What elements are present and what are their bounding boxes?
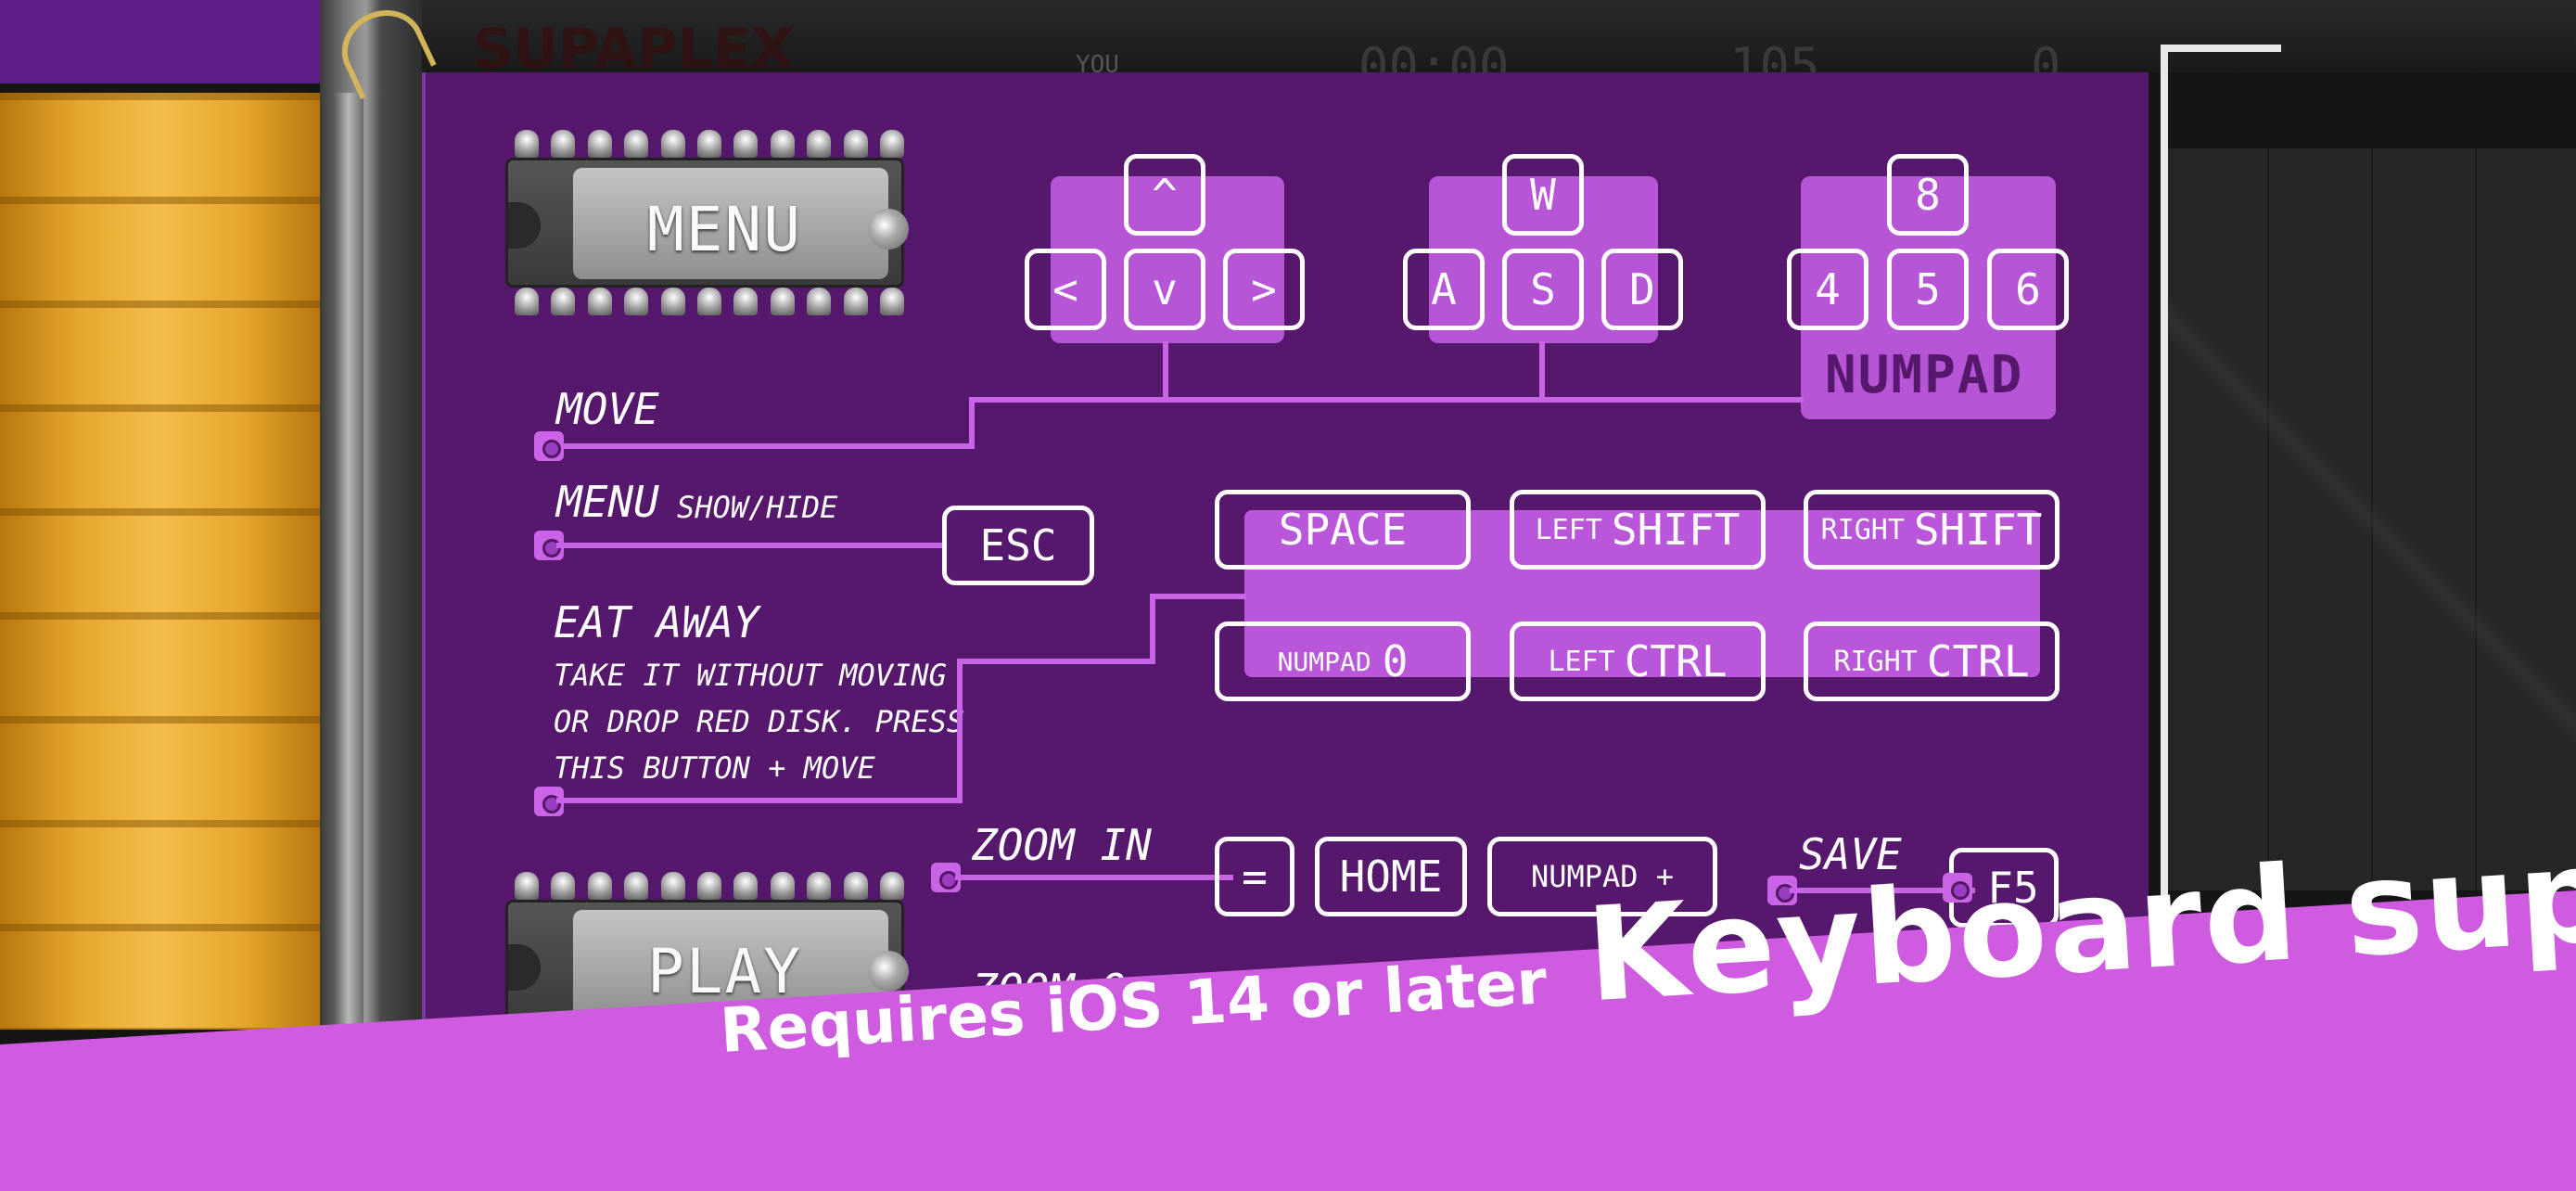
numpad-8-key[interactable]: 8 bbox=[1887, 154, 1969, 236]
connector-line bbox=[1163, 341, 1168, 399]
save-label: SAVE bbox=[1799, 829, 1902, 879]
chip-pins-bottom bbox=[515, 288, 904, 315]
game-board-left bbox=[0, 93, 320, 1030]
space-key[interactable]: SPACE bbox=[1215, 490, 1471, 570]
equals-key[interactable]: = bbox=[1215, 837, 1294, 916]
connector-line bbox=[556, 798, 963, 803]
home-key[interactable]: HOME bbox=[1315, 837, 1467, 916]
game-board-right bbox=[2165, 148, 2576, 890]
numpad-keys-pad bbox=[1801, 176, 2056, 419]
arrow-keys-pad bbox=[1051, 176, 1284, 343]
connector-line bbox=[1150, 594, 1155, 664]
numpad-4-key[interactable]: 4 bbox=[1787, 249, 1868, 330]
arrow-up-key[interactable]: ^ bbox=[1124, 154, 1205, 236]
eat-away-label: EAT AWAY bbox=[554, 597, 759, 647]
right-frame-top bbox=[2161, 45, 2281, 52]
led-icon bbox=[868, 209, 909, 250]
led-icon bbox=[868, 951, 909, 992]
connector-line bbox=[969, 397, 1804, 403]
numpad-plus-key[interactable]: NUMPAD + bbox=[1487, 837, 1717, 916]
zoom-in-label: ZOOM IN bbox=[972, 820, 1152, 870]
connector-line bbox=[957, 659, 963, 803]
connector-line bbox=[957, 659, 1155, 664]
a-key[interactable]: A bbox=[1403, 249, 1485, 330]
arrow-left-key[interactable]: < bbox=[1025, 249, 1106, 330]
screen-frame bbox=[2161, 45, 2168, 916]
chip-body: MENU bbox=[505, 158, 909, 288]
menu-chip-label: MENU bbox=[647, 194, 802, 265]
wasd-keys-pad bbox=[1429, 176, 1658, 343]
modifier-keys-pad bbox=[1244, 510, 2040, 677]
arrow-right-key[interactable]: > bbox=[1223, 249, 1305, 330]
connector-node-icon bbox=[534, 431, 564, 461]
connector-line bbox=[556, 543, 946, 548]
chip-pins-top bbox=[515, 130, 904, 158]
connector-line bbox=[549, 443, 975, 449]
connector-node-icon bbox=[1943, 873, 1972, 903]
d-key[interactable]: D bbox=[1601, 249, 1683, 330]
numpad-label: NUMPAD bbox=[1825, 345, 2024, 405]
menu-action-suffix: SHOW/HIDE bbox=[677, 490, 838, 525]
move-label: MOVE bbox=[556, 384, 659, 434]
esc-key[interactable]: ESC bbox=[942, 506, 1094, 585]
connector-line bbox=[955, 875, 1233, 880]
circuit-board-corner bbox=[0, 0, 320, 83]
chip-pins-top bbox=[515, 872, 904, 900]
numpad-5-key[interactable]: 5 bbox=[1887, 249, 1969, 330]
connector-line bbox=[1790, 888, 1975, 893]
menu-action-label: MENU bbox=[556, 477, 659, 527]
connector-line bbox=[1539, 341, 1545, 399]
game-logo: SUPAPLEX bbox=[473, 17, 795, 82]
eat-away-description: TAKE IT WITHOUT MOVING OR DROP RED DISK.… bbox=[554, 658, 965, 786]
connector-line bbox=[1150, 594, 1246, 599]
panel-hinge-bar bbox=[334, 93, 363, 1030]
menu-chip-button[interactable]: MENU bbox=[505, 130, 909, 315]
arrow-down-key[interactable]: v bbox=[1124, 249, 1205, 330]
play-chip-label: PLAY bbox=[647, 936, 802, 1007]
s-key[interactable]: S bbox=[1502, 249, 1584, 330]
connector-line bbox=[969, 397, 975, 447]
numpad-6-key[interactable]: 6 bbox=[1987, 249, 2069, 330]
w-key[interactable]: W bbox=[1502, 154, 1584, 236]
